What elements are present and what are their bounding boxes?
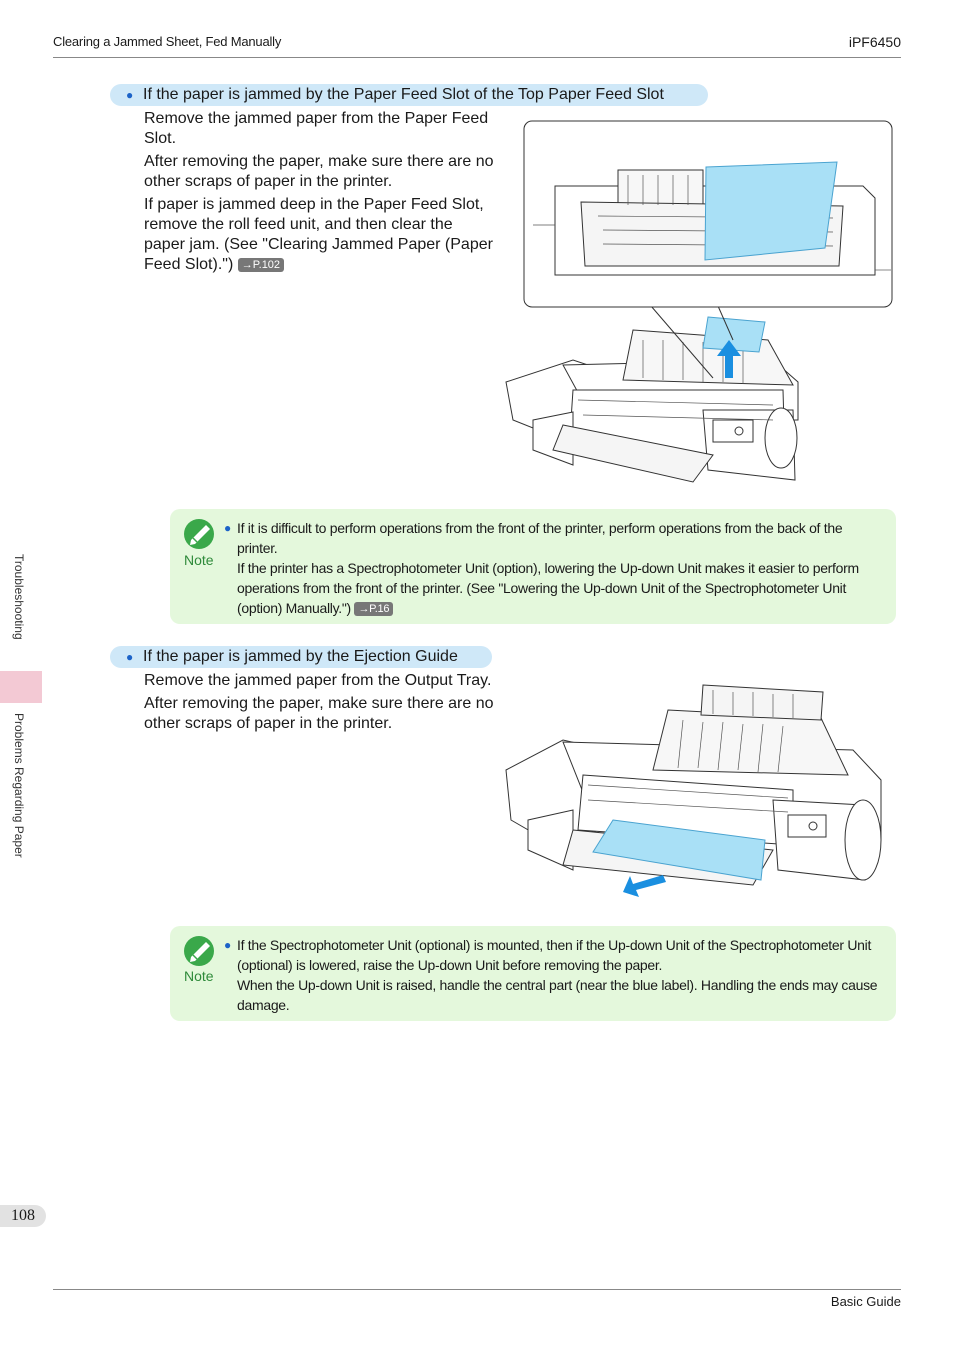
section1-para3: If paper is jammed deep in the Paper Fee…	[144, 195, 494, 275]
section2-heading: ● If the paper is jammed by the Ejection…	[110, 646, 492, 668]
note2-box: Note ● If the Spectrophotometer Unit (op…	[170, 926, 896, 1021]
bullet-icon: ●	[224, 521, 231, 535]
header-model: iPF6450	[848, 34, 901, 50]
note-pencil-icon	[184, 936, 214, 966]
section1-body: Remove the jammed paper from the Paper F…	[144, 109, 494, 278]
note1-page-ref-link[interactable]: →P.16	[354, 602, 394, 616]
section1-page-ref-link[interactable]: →P.102	[237, 258, 285, 272]
note1-line1: If it is difficult to perform operations…	[237, 520, 843, 556]
section2-heading-text: If the paper is jammed by the Ejection G…	[143, 648, 458, 665]
page-number: 108	[0, 1205, 46, 1227]
header-section-title: Clearing a Jammed Sheet, Fed Manually	[53, 34, 282, 49]
section1-para3-text: If paper is jammed deep in the Paper Fee…	[144, 196, 493, 273]
note2-line2: When the Up-down Unit is raised, handle …	[237, 977, 878, 1013]
sidebar-marker	[0, 671, 42, 703]
footer-rule	[53, 1289, 901, 1290]
ejection-guide-illustration	[505, 684, 882, 897]
footer-guide-name: Basic Guide	[830, 1294, 901, 1309]
bullet-icon: ●	[126, 88, 134, 102]
note-pencil-icon	[184, 519, 214, 549]
note1-box: Note ● If it is difficult to perform ope…	[170, 509, 896, 624]
note1-text: ● If it is difficult to perform operatio…	[224, 518, 886, 618]
paper-feed-slot-illustration	[505, 120, 893, 483]
section2-para2: After removing the paper, make sure ther…	[144, 695, 494, 732]
note1-line2-text: If the printer has a Spectrophotometer U…	[237, 560, 859, 616]
note1-line2: If the printer has a Spectrophotometer U…	[237, 558, 886, 618]
header-rule	[53, 57, 901, 58]
section1-para1: Remove the jammed paper from the Paper F…	[144, 110, 489, 147]
note2-line1: If the Spectrophotometer Unit (optional)…	[237, 937, 872, 973]
sidebar-chapter[interactable]: Troubleshooting	[12, 554, 26, 640]
sidebar-section[interactable]: Problems Regarding Paper	[12, 713, 26, 858]
section1-para2: After removing the paper, make sure ther…	[144, 153, 494, 190]
section1-heading-text: If the paper is jammed by the Paper Feed…	[143, 86, 664, 103]
note2-label: Note	[184, 968, 214, 984]
note1-label: Note	[184, 552, 214, 568]
bullet-icon: ●	[126, 650, 134, 664]
section2-para1: Remove the jammed paper from the Output …	[144, 672, 492, 689]
section2-body: Remove the jammed paper from the Output …	[144, 671, 494, 737]
note2-text: ● If the Spectrophotometer Unit (optiona…	[224, 935, 886, 1015]
bullet-icon: ●	[224, 938, 231, 952]
section1-heading: ● If the paper is jammed by the Paper Fe…	[110, 84, 708, 106]
